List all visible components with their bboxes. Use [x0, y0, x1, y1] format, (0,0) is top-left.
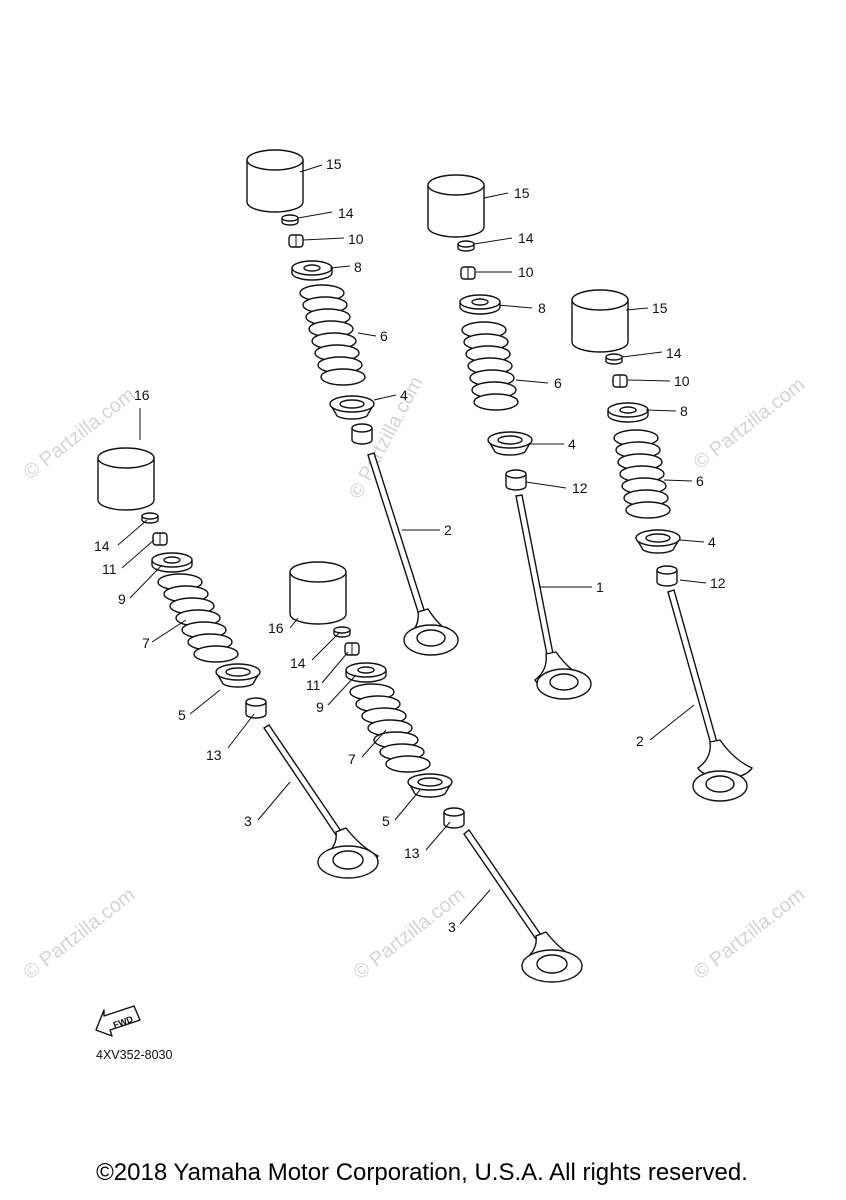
callout-2: 2: [636, 733, 644, 749]
valve-assembly-intake-right: [571, 289, 753, 802]
callout-14: 14: [290, 655, 306, 671]
valve-cotter: [152, 532, 168, 546]
adjusting-pad: [281, 214, 299, 226]
callout-13: 13: [206, 747, 222, 763]
callout-4: 4: [400, 387, 408, 403]
fwd-arrow-icon: FWD: [95, 1005, 141, 1037]
watermark-text: © Partzilla.com: [690, 884, 810, 984]
callout-14: 14: [518, 230, 534, 246]
callout-4: 4: [568, 436, 576, 452]
callout-3: 3: [448, 919, 456, 935]
spring-seat: [407, 773, 453, 798]
callout-7: 7: [348, 751, 356, 767]
valve-retainer: [459, 294, 501, 315]
adjusting-pad: [605, 353, 623, 365]
callout-10: 10: [674, 373, 690, 389]
callout-10: 10: [518, 264, 534, 280]
valve-assembly-exhaust-left: [97, 447, 379, 879]
callout-14: 14: [666, 345, 682, 361]
valve: [367, 452, 460, 656]
callout-14: 14: [94, 538, 110, 554]
callout-8: 8: [354, 259, 362, 275]
callout-10: 10: [348, 231, 364, 247]
valve-lifter: [571, 289, 629, 353]
callout-7: 7: [142, 635, 150, 651]
valve-assembly-intake-left: [246, 149, 460, 656]
callout-15: 15: [514, 185, 530, 201]
valve-lifter: [246, 149, 304, 213]
callout-labels: 15 14 10 8 6 4 2 15 14 10 8 6 4 12 1 15 …: [94, 156, 726, 935]
valve-lifter: [289, 561, 347, 625]
valve-assembly-intake-center: [427, 174, 592, 700]
callout-6: 6: [696, 473, 704, 489]
callout-16: 16: [134, 387, 150, 403]
valve-spring: [461, 321, 519, 411]
callout-9: 9: [118, 591, 126, 607]
valve: [263, 724, 379, 879]
watermark-text: © Partzilla.com: [690, 374, 810, 474]
valve-cotter: [288, 234, 304, 248]
callout-11: 11: [102, 561, 117, 577]
spring-seat: [329, 395, 375, 420]
valve: [667, 589, 753, 802]
valve: [515, 494, 592, 700]
callout-1: 1: [596, 579, 604, 595]
callout-5: 5: [178, 707, 186, 723]
callout-2: 2: [444, 522, 452, 538]
watermark-text: © Partzilla.com: [20, 884, 140, 984]
spring-seat: [215, 663, 261, 688]
callout-6: 6: [554, 375, 562, 391]
valve-stem-seal: [656, 565, 678, 587]
adjusting-pad: [141, 512, 159, 524]
copyright-notice: ©2018 Yamaha Motor Corporation, U.S.A. A…: [96, 1159, 748, 1186]
valve-retainer: [291, 260, 333, 281]
callout-9: 9: [316, 699, 324, 715]
valve-spring: [299, 284, 366, 386]
valve-retainer: [607, 402, 649, 423]
spring-seat: [635, 529, 681, 554]
valve-assembly-exhaust-right: [289, 561, 583, 983]
spring-seat: [487, 431, 533, 456]
callout-6: 6: [380, 328, 388, 344]
callout-16: 16: [268, 620, 284, 636]
callout-4: 4: [708, 534, 716, 550]
callout-14: 14: [338, 205, 354, 221]
valve-stem-seal: [505, 469, 527, 491]
valve-spring: [157, 573, 239, 663]
callout-8: 8: [538, 300, 546, 316]
valve-stem-seal: [245, 697, 267, 719]
callout-15: 15: [652, 300, 668, 316]
adjusting-pad: [457, 240, 475, 252]
callout-12: 12: [572, 480, 588, 496]
valve-lifter: [427, 174, 485, 238]
valve-stem-seal: [351, 423, 373, 445]
valve-spring: [613, 429, 671, 519]
callout-12: 12: [710, 575, 726, 591]
part-code: 4XV352-8030: [96, 1048, 173, 1062]
valve-spring: [349, 683, 431, 773]
callout-5: 5: [382, 813, 390, 829]
valve-cotter: [612, 374, 628, 388]
valve-cotter: [460, 266, 476, 280]
leader-lines: [117, 164, 707, 925]
callout-3: 3: [244, 813, 252, 829]
valve: [463, 828, 583, 983]
valve-lifter: [97, 447, 155, 511]
callout-8: 8: [680, 403, 688, 419]
callout-15: 15: [326, 156, 342, 172]
callout-11: 11: [306, 677, 321, 693]
callout-13: 13: [404, 845, 420, 861]
